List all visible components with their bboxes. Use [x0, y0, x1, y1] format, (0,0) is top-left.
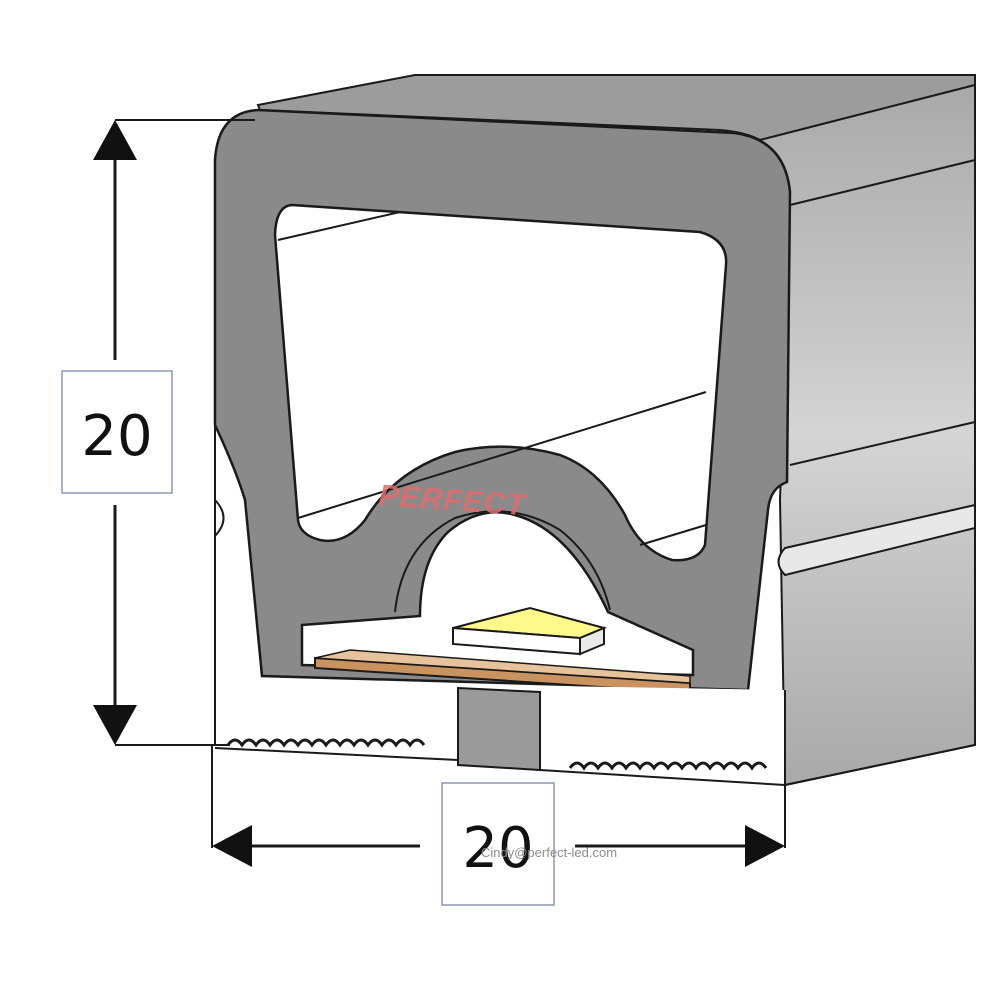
- height-dimension: 20: [61, 119, 255, 746]
- width-label-box: [441, 782, 555, 906]
- upper-chamber: [273, 203, 728, 562]
- base-bottom-line: [214, 747, 459, 761]
- bottom-ridges-left: [226, 738, 426, 748]
- side-band-line: [789, 421, 976, 466]
- pcb-strip-top: [314, 649, 691, 684]
- chamber-depth-line: [297, 391, 707, 519]
- profile-side-face: [757, 83, 976, 787]
- arrow-up-icon: [93, 120, 137, 160]
- width-dimension: 20: [211, 745, 786, 906]
- height-label-box: [61, 370, 173, 494]
- height-label: 20: [81, 404, 152, 469]
- chamber-depth-line: [277, 211, 401, 241]
- arrow-left-icon: [212, 825, 252, 867]
- base-bottom-line: [539, 769, 786, 786]
- side-band-line: [789, 159, 976, 206]
- base-side-line: [784, 744, 976, 786]
- arrow-down-icon: [93, 705, 137, 745]
- left-notch: [214, 497, 225, 539]
- mounting-stem: [457, 686, 541, 772]
- profile-base: [215, 425, 785, 785]
- chamber-depth-line: [639, 524, 707, 546]
- led-chip-side: [579, 626, 605, 656]
- side-groove: [777, 503, 976, 577]
- bottom-ridges-right: [568, 761, 768, 771]
- width-label: 20: [462, 816, 533, 881]
- arrow-right-icon: [745, 825, 785, 867]
- contact-watermark: Cindy@perfect-led.com: [481, 845, 617, 860]
- cavity-arch-line: [394, 510, 611, 613]
